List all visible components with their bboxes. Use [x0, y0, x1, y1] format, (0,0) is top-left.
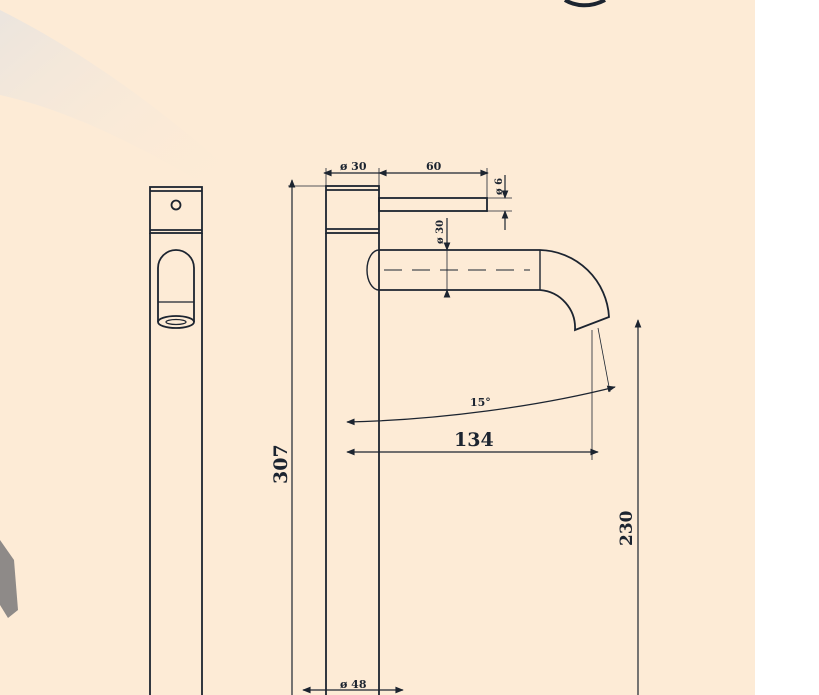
dim-spout-angle: 15° [470, 396, 491, 409]
angle-extension-line [597, 327, 611, 393]
dimension-lines [288, 168, 642, 695]
front-view-aerator [157, 315, 195, 329]
front-view-spout [157, 249, 195, 322]
faucet-side-view [325, 185, 610, 695]
background-photo-top-arc [563, 0, 606, 8]
dim-spout-height: 230 [617, 510, 637, 546]
background-photo-edge [0, 540, 18, 618]
side-view-lever [378, 197, 488, 212]
side-view-handle-body [325, 185, 380, 234]
background-photo-shadow [0, 10, 230, 200]
dim-total-height: 307 [270, 444, 292, 484]
dim-handle-length: 60 [426, 160, 442, 173]
dim-spout-reach: 134 [454, 429, 494, 451]
front-view-handle-block [149, 186, 203, 234]
side-view-spout [379, 249, 610, 332]
dim-handle-diameter: ø 6 [494, 178, 505, 195]
front-view-handle-screw [170, 199, 182, 211]
dim-body-top-diameter: ø 30 [340, 160, 367, 173]
dim-spout-diameter: ø 30 [435, 220, 446, 244]
dim-base-diameter: ø 48 [340, 678, 367, 691]
faucet-front-view [149, 186, 203, 695]
